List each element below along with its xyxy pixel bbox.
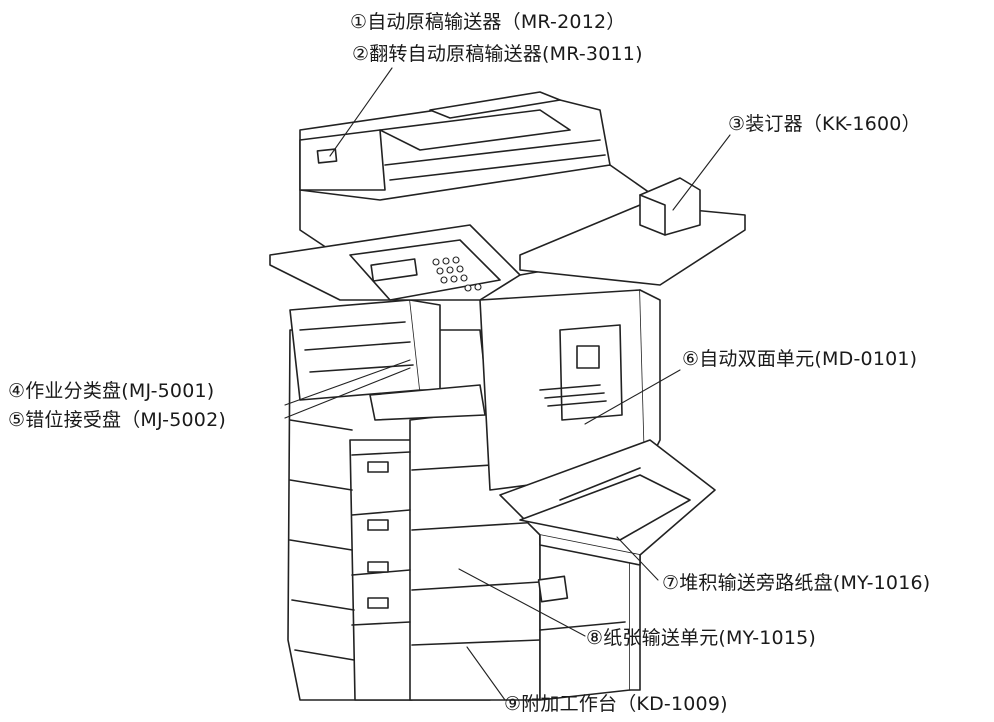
label-automatic-document-feeder: ①自动原稿输送器（MR-2012）	[350, 11, 626, 33]
stapler-tray	[519, 177, 746, 286]
label-reversing-document-feeder: ②翻转自动原稿输送器(MR-3011)	[352, 43, 643, 65]
label-offset-tray: ⑤错位接受盘（MJ-5002)	[8, 409, 226, 431]
leader-lines	[284, 67, 731, 701]
label-duplex-unit: ⑥自动双面单元(MD-0101)	[682, 348, 918, 370]
label-paper-feed-unit: ⑧纸张输送单元(MY-1015)	[586, 627, 817, 649]
document-feeder	[299, 91, 611, 201]
label-bypass-tray: ⑦堆积输送旁路纸盘(MY-1016)	[662, 572, 931, 594]
bypass-tray	[499, 439, 716, 566]
label-stapler: ③装订器（KK-1600）	[728, 113, 921, 135]
label-job-separator-tray: ④作业分类盘(MJ-5001)	[8, 380, 215, 402]
main-body	[289, 289, 661, 491]
label-work-table: ⑨附加工作台（KD-1009)	[504, 693, 728, 715]
